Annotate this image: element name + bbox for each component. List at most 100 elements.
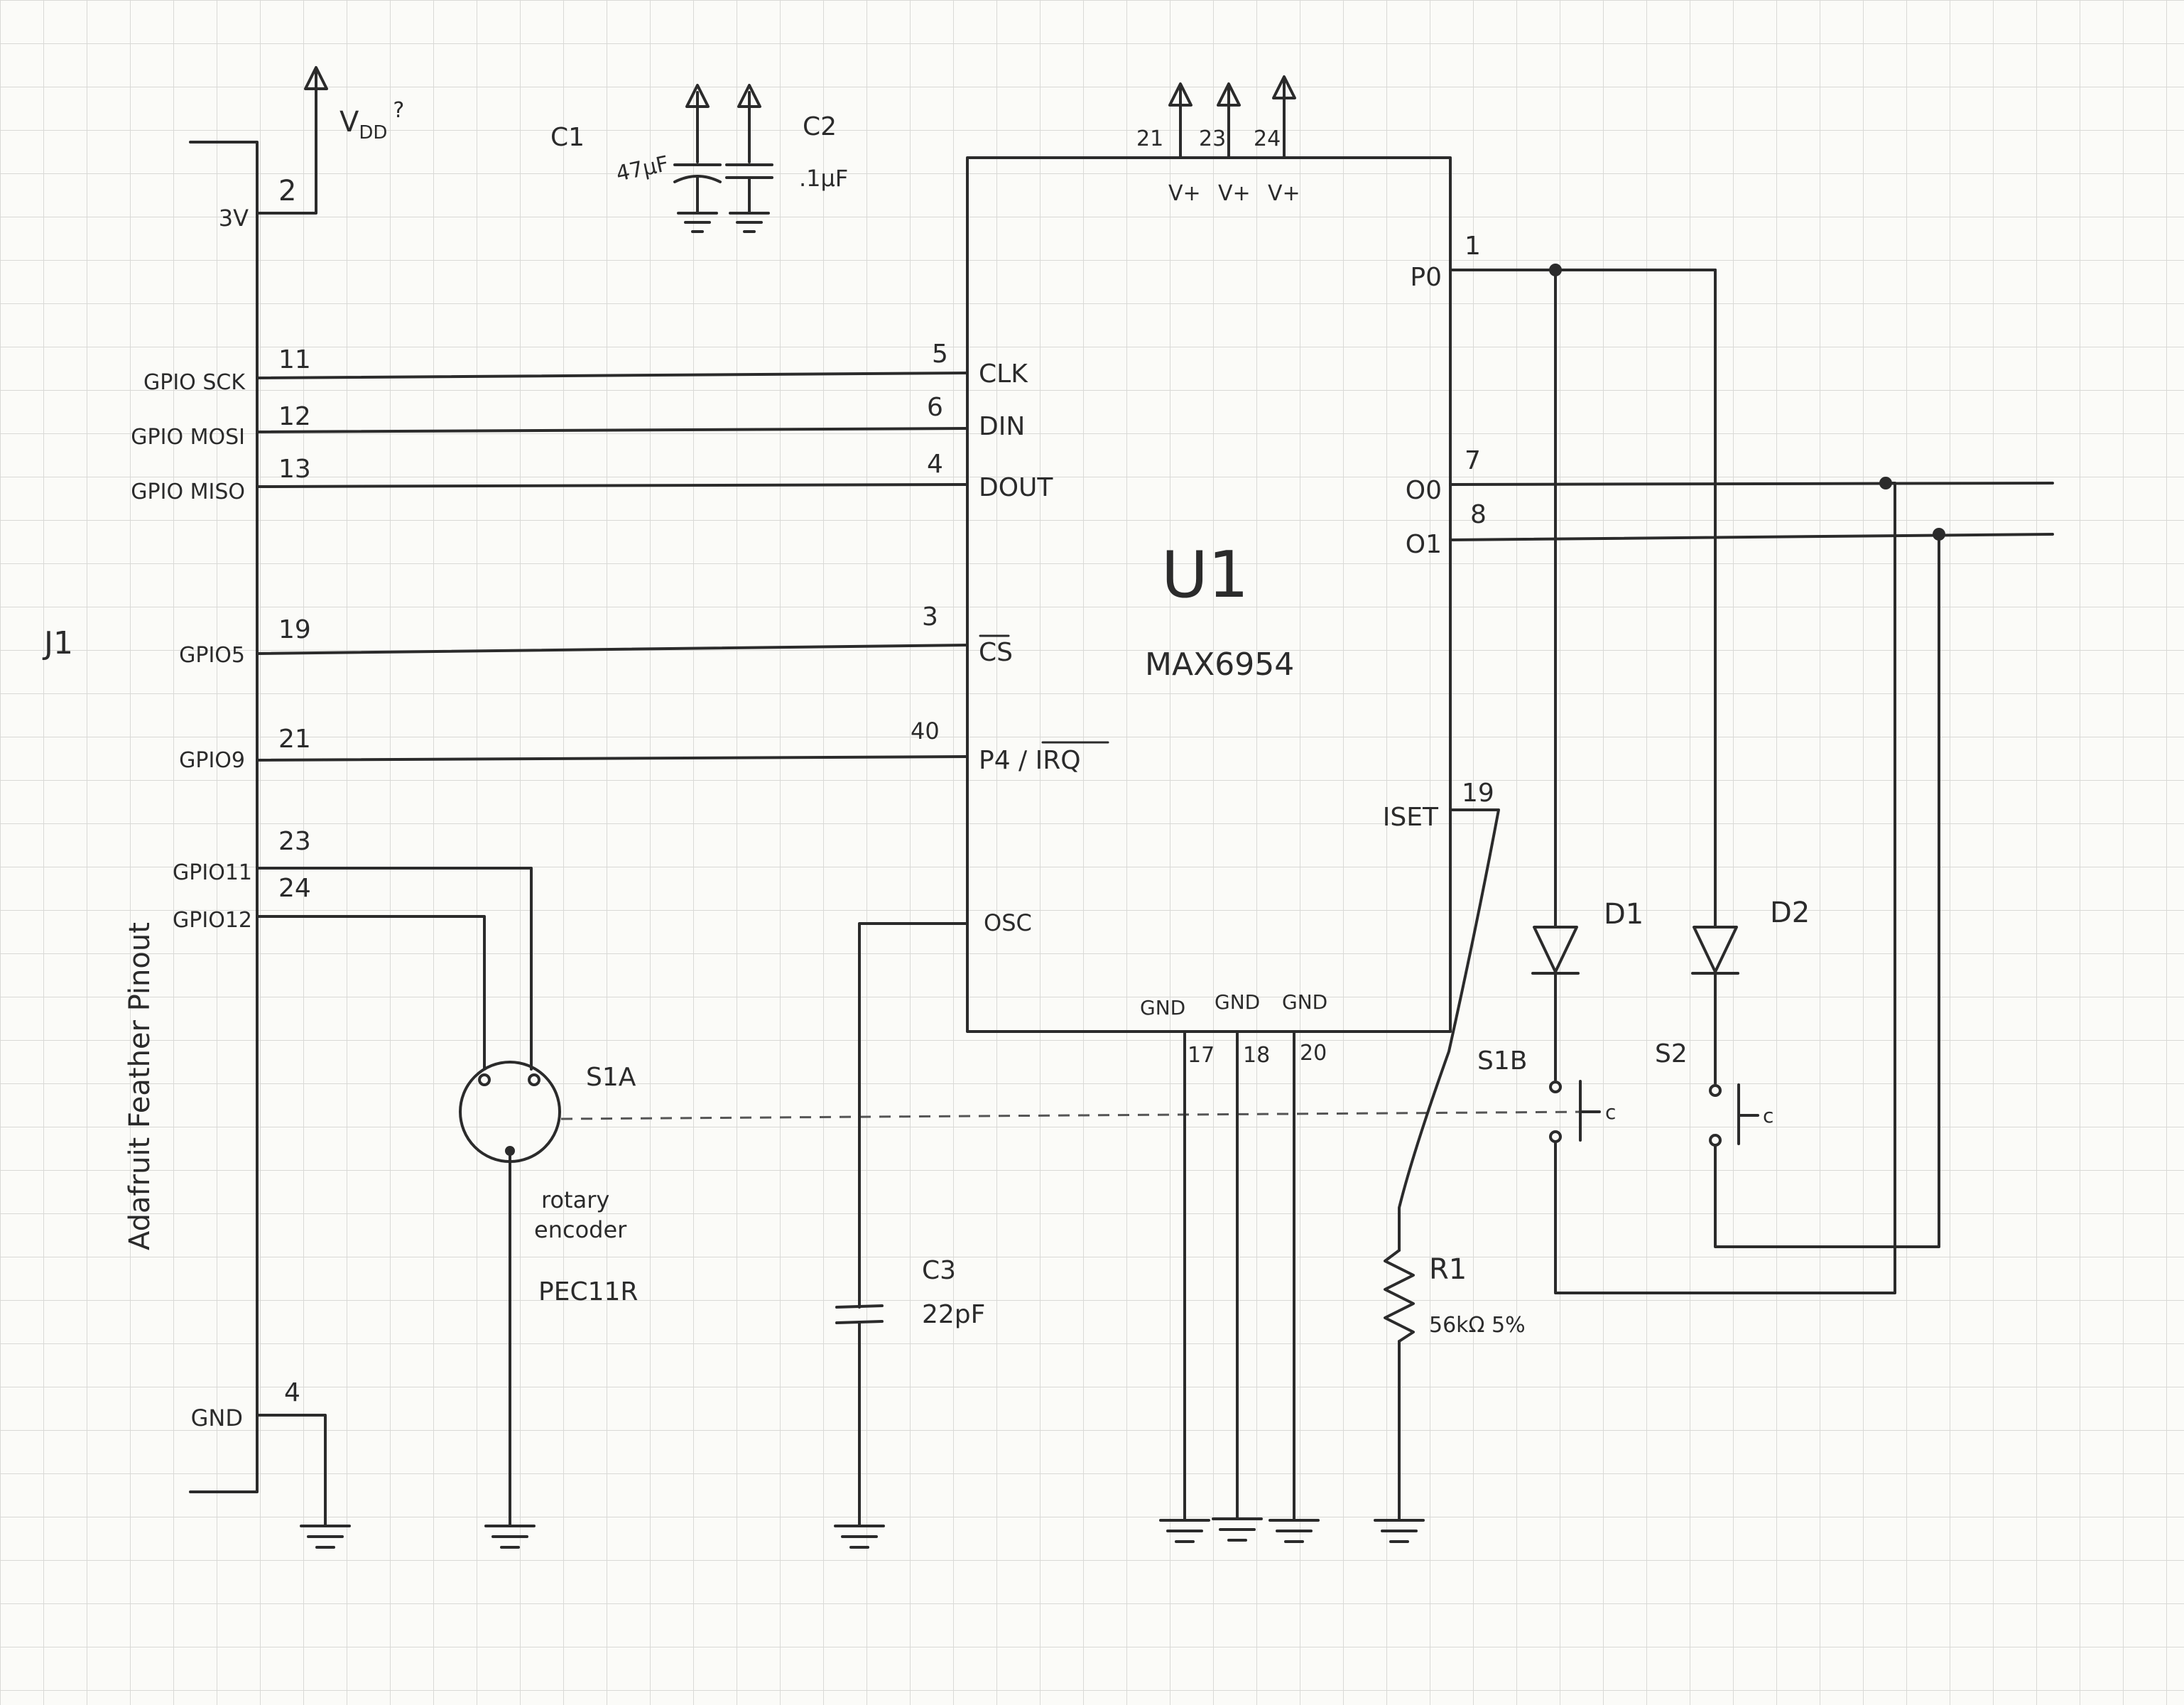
s1a-ref: S1A: [586, 1063, 636, 1092]
s2-switch: c S2: [1655, 533, 1940, 1248]
ground-symbol: [1374, 1519, 1425, 1543]
u1-pin-name-din: DIN: [979, 412, 1025, 441]
pin-name-gpio5: GPIO5: [179, 643, 245, 668]
j1-connector: J1 Adafruit Feather Pinout 3V GPIO SCK G…: [42, 141, 311, 1493]
wire-gpio12: [256, 915, 486, 1071]
pin-num-19: 19: [278, 615, 311, 644]
u1-pin-name-gnd-1: GND: [1140, 996, 1185, 1019]
ground-symbol: [834, 1525, 885, 1549]
u1-pin-name-osc: OSC: [984, 909, 1032, 936]
s1a-desc-rotary: rotary: [541, 1186, 609, 1213]
s1b-c: c: [1605, 1100, 1616, 1124]
u1-pin-name-p0: P0: [1410, 263, 1442, 292]
u1-pin-name-clk: CLK: [979, 359, 1028, 389]
pin-name-gpio-mosi: GPIO MOSI: [131, 425, 245, 450]
vdd-label: VDD?: [339, 98, 404, 144]
u1-pin-num-21: 21: [1136, 126, 1163, 151]
pin-num-12: 12: [278, 402, 311, 431]
wire-o0: [1449, 482, 2054, 486]
r1-value: 56kΩ 5%: [1429, 1313, 1526, 1338]
u1-pin-name-gnd-3: GND: [1282, 990, 1327, 1014]
ground-symbol: [1159, 1519, 1210, 1543]
u1-pin-name-o1: O1: [1406, 530, 1442, 559]
pin-name-3v: 3V: [219, 205, 249, 232]
u1-pin-name-vplus-1: V+: [1168, 181, 1201, 206]
r1-resistor: R1 56kΩ 5%: [1374, 808, 1526, 1543]
pin-num-11: 11: [278, 345, 311, 374]
pin-num-21: 21: [278, 725, 311, 754]
wire-gpio9-irq: [256, 755, 969, 762]
pin-num-23: 23: [278, 827, 311, 856]
wire-sck-clk: [256, 372, 969, 379]
u1-pin-num-23: 23: [1199, 126, 1226, 151]
wire-gpio11: [256, 867, 533, 1071]
u1-pin-num-4: 4: [927, 450, 943, 479]
u1-pin-num-7: 7: [1465, 446, 1481, 475]
u1-pin-num-3: 3: [922, 602, 938, 632]
u1-pin-num-20: 20: [1300, 1041, 1327, 1066]
u1-pin-name-gnd-2: GND: [1215, 990, 1260, 1014]
ground-symbol: [300, 1525, 351, 1549]
j1-gnd-net: [256, 1414, 351, 1549]
u1-body: [966, 156, 1452, 1033]
j1-caption: Adafruit Feather Pinout: [124, 922, 156, 1250]
u1-ic: U1 MAX6954 21 23 24 V+ V+ V+ CLK DIN DOU…: [911, 75, 1494, 1068]
d1-ref: D1: [1604, 898, 1644, 931]
s1b-switch: c S1B: [1477, 482, 1896, 1294]
s1b-ref: S1B: [1477, 1046, 1527, 1076]
u1-ground-wires: [1159, 1030, 1320, 1543]
u1-pin-num-17: 17: [1188, 1043, 1215, 1068]
c2-ref: C2: [803, 112, 837, 141]
u1-part: MAX6954: [1145, 646, 1294, 683]
u1-pin-num-19: 19: [1462, 779, 1494, 808]
s2-ref: S2: [1655, 1039, 1688, 1068]
wire-miso-dout: [256, 483, 969, 488]
c3-value: 22pF: [922, 1300, 985, 1329]
u1-pin-num-1: 1: [1465, 232, 1481, 261]
s2-c: c: [1763, 1104, 1773, 1127]
u1-pin-name-cs: CS: [979, 638, 1013, 667]
u1-pin-name-dout: DOUT: [979, 473, 1053, 502]
c2-capacitor: C2 .1µF: [725, 84, 848, 233]
d2-ref: D2: [1770, 897, 1810, 929]
pin-name-gpio-sck: GPIO SCK: [143, 370, 246, 395]
c3-ref: C3: [922, 1256, 956, 1285]
u1-pin-num-8: 8: [1470, 500, 1487, 529]
c3-capacitor: C3 22pF: [834, 922, 985, 1549]
wire-o1: [1449, 533, 2054, 541]
u1-pin-name-iset: ISET: [1383, 803, 1439, 832]
s1a-rotary-encoder: S1A rotary encoder PEC11R: [459, 1061, 638, 1549]
c1-ref: C1: [550, 123, 585, 152]
wire-gpio5-cs: [256, 644, 969, 655]
u1-pin-num-5: 5: [932, 340, 948, 369]
pin-num-2: 2: [278, 175, 296, 207]
pin-name-gpio11: GPIO11: [173, 860, 252, 885]
spi-bus-wires: [256, 372, 969, 762]
u1-pin-name-o0: O0: [1406, 476, 1442, 505]
j1-ref: J1: [42, 625, 73, 661]
pin-name-gpio-miso: GPIO MISO: [131, 480, 245, 504]
r1-ref: R1: [1429, 1253, 1467, 1286]
pin-num-24: 24: [278, 874, 311, 903]
s1a-part: PEC11R: [538, 1277, 638, 1306]
pin-name-gpio9: GPIO9: [179, 748, 245, 773]
d2-diode: D2: [1691, 897, 1810, 1085]
ground-symbol: [1268, 1519, 1320, 1543]
c2-value: .1µF: [799, 165, 848, 192]
u1-pin-name-p4-irq: P4 / IRQ: [979, 746, 1081, 775]
ground-symbol: [1212, 1517, 1263, 1542]
pin-num-4: 4: [284, 1378, 300, 1407]
vdd-supply: VDD?: [256, 66, 404, 215]
u1-pin-num-40: 40: [911, 718, 940, 745]
u1-ref: U1: [1161, 538, 1249, 612]
d1-diode: D1: [1531, 898, 1644, 1081]
s1-mechanical-link: [560, 1110, 1592, 1120]
u1-pin-name-vplus-2: V+: [1218, 181, 1251, 206]
u1-pin-name-vplus-3: V+: [1268, 181, 1300, 206]
output-wires: [1449, 477, 2054, 541]
ground-symbol: [484, 1525, 536, 1549]
wire-mosi-din: [256, 427, 969, 433]
